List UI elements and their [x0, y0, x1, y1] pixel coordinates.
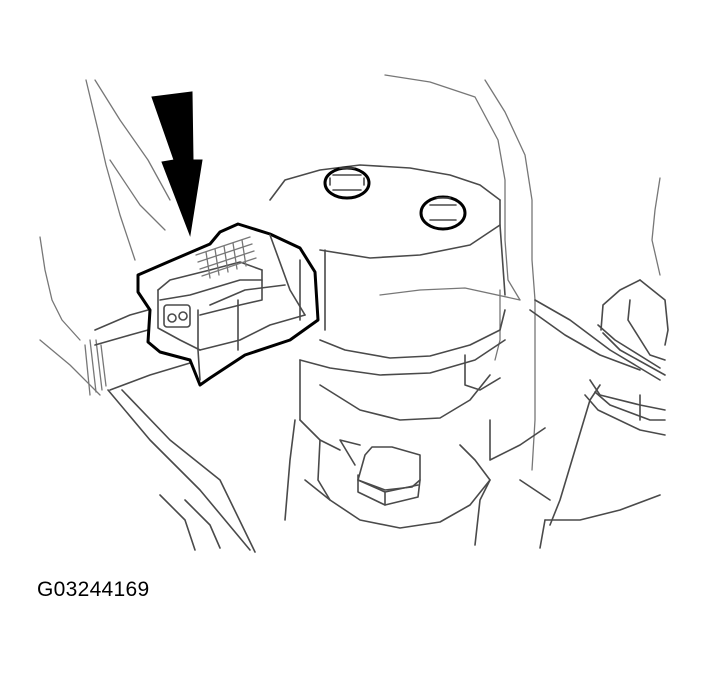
connector [136, 222, 320, 387]
sensor-body [269, 164, 546, 546]
right-frame-lines [379, 74, 536, 471]
figure-id-caption: G03244169 [37, 578, 150, 601]
mounting-bolt-left [323, 166, 371, 200]
right-side-fitting [519, 177, 669, 549]
technical-illustration [39, 74, 669, 553]
indicator-arrow-icon [151, 91, 203, 237]
left-bracket-lines [39, 79, 256, 553]
mounting-bolt-right [419, 195, 467, 231]
lower-hex-bolt [357, 446, 421, 506]
